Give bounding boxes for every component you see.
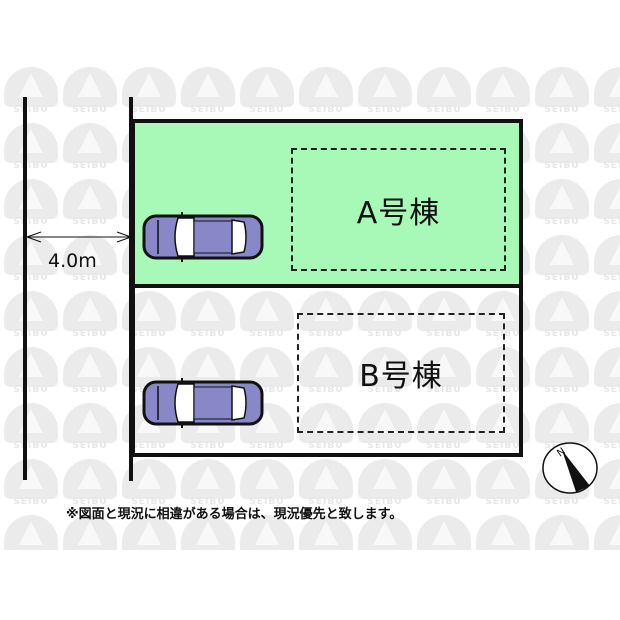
lot-b — [131, 285, 523, 457]
watermark-logo-icon: SEIBU — [533, 347, 591, 403]
watermark-logo-icon: SEIBU — [415, 515, 473, 550]
car-icon — [142, 212, 264, 262]
watermark-logo-icon: SEIBU — [61, 123, 119, 179]
watermark-logo-icon: SEIBU — [2, 123, 60, 179]
watermark-logo-icon: SEIBU — [61, 403, 119, 459]
watermark-logo-icon: SEIBU — [592, 347, 620, 403]
watermark-logo-icon: SEIBU — [533, 291, 591, 347]
watermark-logo-icon: SEIBU — [592, 515, 620, 550]
watermark-logo-icon: SEIBU — [533, 67, 591, 123]
house-a-footprint: A号棟 — [291, 148, 506, 271]
watermark-logo-icon: SEIBU — [179, 347, 237, 403]
watermark-logo-icon: SEIBU — [61, 67, 119, 123]
watermark-logo-icon: SEIBU — [179, 459, 237, 515]
watermark-logo-icon: SEIBU — [592, 179, 620, 235]
watermark-logo-icon: SEIBU — [356, 291, 414, 347]
watermark-logo-icon: SEIBU — [533, 123, 591, 179]
watermark-logo-icon: SEIBU — [415, 67, 473, 123]
watermark-logo-icon: SEIBU — [179, 515, 237, 550]
watermark-logo-icon: SEIBU — [61, 179, 119, 235]
watermark-logo-icon: SEIBU — [592, 459, 620, 515]
watermark-logo-icon: SEIBU — [415, 403, 473, 459]
watermark-logo-icon: SEIBU — [61, 235, 119, 291]
watermark-logo-icon: SEIBU — [297, 347, 355, 403]
watermark-logo-icon: SEIBU — [179, 291, 237, 347]
watermark-logo-icon: SEIBU — [297, 459, 355, 515]
watermark-logo-icon: SEIBU — [61, 515, 119, 550]
watermark-logo-icon: SEIBU — [474, 67, 532, 123]
house-b-footprint: B号棟 — [297, 313, 505, 433]
watermark-logo-icon: SEIBU — [179, 67, 237, 123]
car-icon — [142, 378, 264, 428]
watermark-logo-icon: SEIBU — [2, 347, 60, 403]
watermark-logo-icon: SEIBU — [2, 459, 60, 515]
north-compass-icon: N — [542, 442, 598, 494]
watermark-logo-icon: SEIBU — [297, 403, 355, 459]
watermark-logo-icon: SEIBU — [2, 403, 60, 459]
watermark-logo-icon: SEIBU — [356, 459, 414, 515]
watermark-logo-icon: SEIBU — [238, 347, 296, 403]
watermark-logo-icon: SEIBU — [592, 123, 620, 179]
watermark-logo-icon: SEIBU — [415, 347, 473, 403]
watermark-logo-icon: SEIBU — [61, 347, 119, 403]
watermark-logo-icon: SEIBU — [238, 515, 296, 550]
watermark-logo-icon: SEIBU — [238, 67, 296, 123]
road-width-label: 4.0m — [48, 250, 97, 272]
watermark-logo-icon: SEIBU — [533, 179, 591, 235]
watermark-logo-icon: SEIBU — [592, 67, 620, 123]
watermark-logo-icon: SEIBU — [120, 515, 178, 550]
watermark-logo-icon: SEIBU — [356, 515, 414, 550]
watermark-logo-icon: SEIBU — [415, 459, 473, 515]
road-width-dimension-arrow — [26, 231, 132, 243]
house-a-label: A号棟 — [356, 195, 441, 231]
house-b-label: B号棟 — [359, 359, 443, 394]
watermark-logo-icon: SEIBU — [2, 67, 60, 123]
watermark-logo-icon: SEIBU — [238, 291, 296, 347]
watermark-logo-icon: SEIBU — [2, 515, 60, 550]
watermark-logo-icon: SEIBU — [61, 459, 119, 515]
watermark-logo-icon: SEIBU — [61, 291, 119, 347]
watermark-logo-icon: SEIBU — [592, 291, 620, 347]
watermark-logo-icon: SEIBU — [592, 235, 620, 291]
watermark-logo-icon: SEIBU — [2, 291, 60, 347]
watermark-logo-icon: SEIBU — [592, 403, 620, 459]
watermark-logo-icon: SEIBU — [297, 67, 355, 123]
watermark-logo-icon: SEIBU — [356, 67, 414, 123]
watermark-logo-icon: SEIBU — [533, 235, 591, 291]
watermark-logo-icon: SEIBU — [238, 459, 296, 515]
watermark-logo-icon: SEIBU — [415, 291, 473, 347]
road-left-boundary — [23, 97, 27, 480]
watermark-logo-icon: SEIBU — [356, 403, 414, 459]
watermark-logo-icon: SEIBU — [356, 347, 414, 403]
watermark-logo-icon: SEIBU — [474, 459, 532, 515]
watermark-logo-icon: SEIBU — [297, 291, 355, 347]
watermark-logo-icon: SEIBU — [533, 515, 591, 550]
watermark-logo-icon: SEIBU — [474, 515, 532, 550]
disclaimer-note: ※図面と現況に相違がある場合は、現況優先と致します。 — [66, 507, 403, 522]
watermark-logo-icon: SEIBU — [2, 179, 60, 235]
watermark-logo-icon: SEIBU — [297, 515, 355, 550]
